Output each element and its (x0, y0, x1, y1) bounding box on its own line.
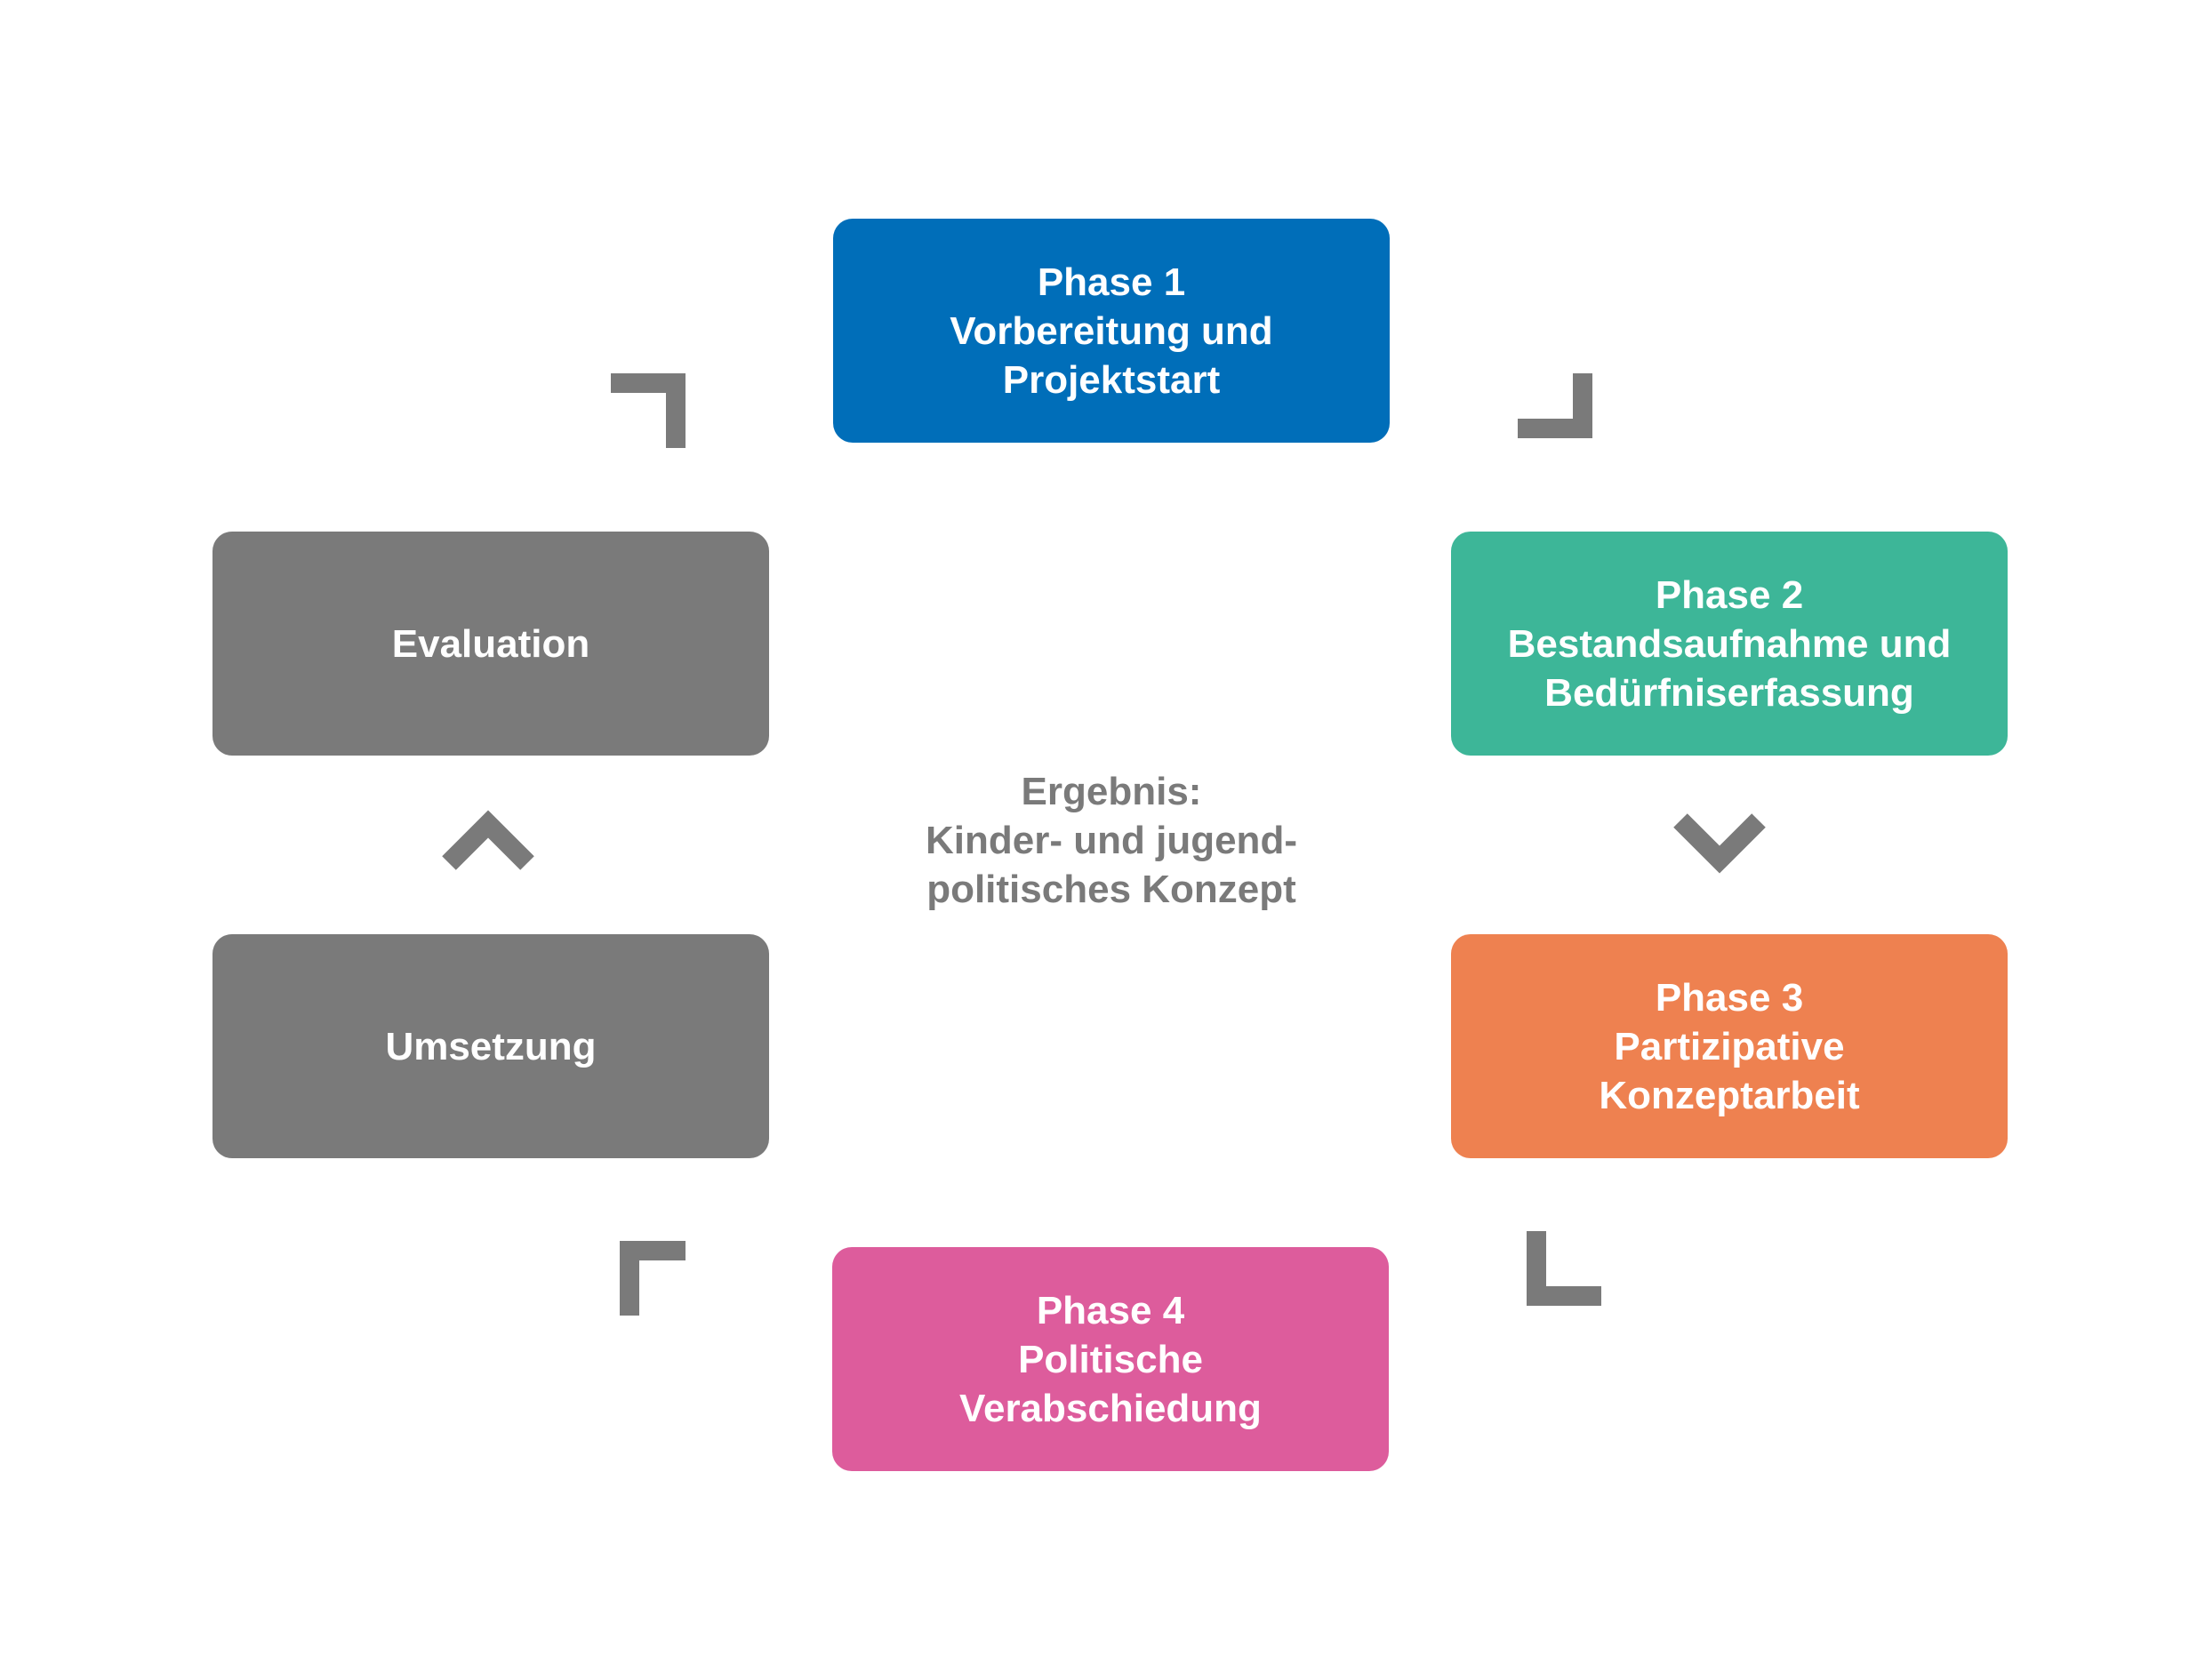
phase-2-line-3: Bedürfniserfassung (1544, 670, 1914, 715)
result-text: Ergebnis: Kinder- und jugend- politische… (800, 767, 1423, 914)
phase-1-box: Phase 1 Vorbereitung und Projektstart (833, 219, 1390, 443)
corner-arrow-icon (1527, 1231, 1601, 1306)
arrow-phase4-to-umsetzung (620, 1241, 686, 1316)
phase-4-box: Phase 4 Politische Verabschiedung (832, 1247, 1389, 1471)
phase-3-line-2: Partizipative (1614, 1024, 1845, 1068)
phase-2-line-2: Bestandsaufnahme und (1507, 621, 1952, 666)
phase-1-title: Phase 1 (1037, 260, 1186, 304)
phase-3-line-3: Konzeptarbeit (1599, 1073, 1860, 1117)
arrow-phase2-to-phase3 (1673, 813, 1766, 874)
phase-1-line-2: Vorbereitung und (950, 308, 1273, 353)
chevron-down-icon (1673, 813, 1766, 874)
result-line-1: Ergebnis: (1021, 770, 1202, 813)
umsetzung-label: Umsetzung (385, 1024, 597, 1068)
phase-3-box: Phase 3 Partizipative Konzeptarbeit (1451, 934, 2008, 1158)
evaluation-label: Evaluation (391, 621, 590, 666)
result-line-2: Kinder- und jugend- (926, 819, 1297, 862)
corner-arrow-icon (611, 373, 686, 448)
phase-3-title: Phase 3 (1655, 975, 1804, 1020)
corner-arrow-icon (1518, 373, 1592, 438)
corner-arrow-icon (620, 1241, 686, 1316)
arrow-umsetzung-to-evaluation (442, 810, 534, 870)
chevron-up-icon (442, 810, 534, 870)
arrow-phase3-to-phase4 (1527, 1231, 1601, 1306)
phase-1-line-3: Projektstart (1002, 357, 1221, 402)
phase-2-title: Phase 2 (1655, 572, 1804, 617)
umsetzung-box: Umsetzung (212, 934, 769, 1158)
phase-4-title: Phase 4 (1036, 1288, 1185, 1332)
arrow-phase1-to-phase2 (1518, 373, 1592, 438)
result-line-3: politisches Konzept (926, 868, 1296, 911)
phase-4-line-3: Verabschiedung (959, 1386, 1262, 1430)
evaluation-box: Evaluation (212, 532, 769, 756)
phase-4-line-2: Politische (1018, 1337, 1203, 1381)
phase-2-box: Phase 2 Bestandsaufnahme und Bedürfniser… (1451, 532, 2008, 756)
arrow-evaluation-to-phase1 (611, 373, 686, 448)
